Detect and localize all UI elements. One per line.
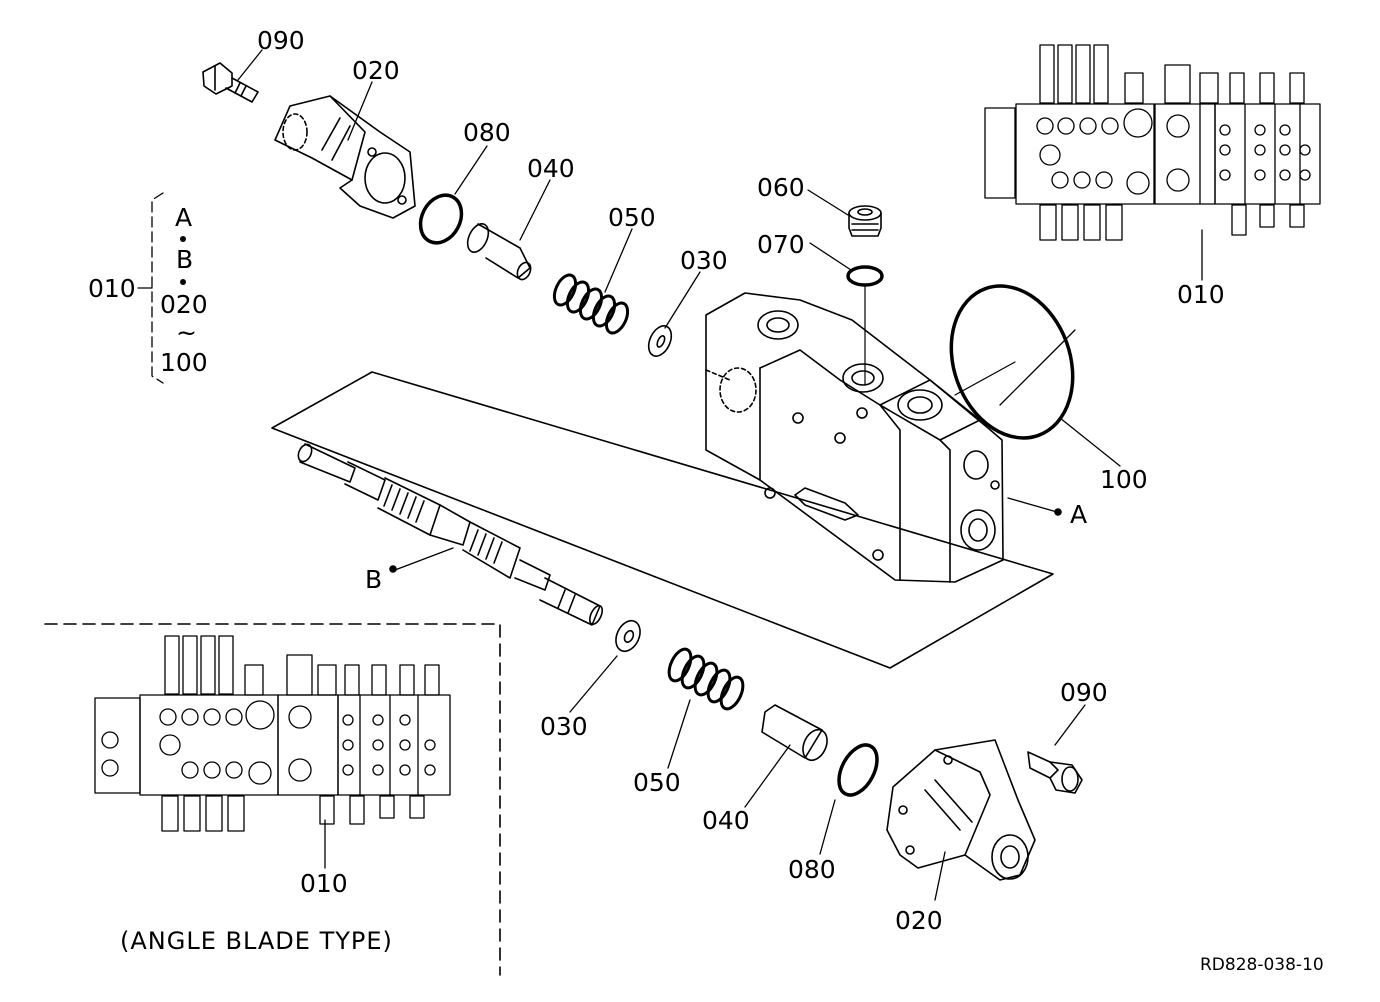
inset-caption: (ANGLE BLADE TYPE) (120, 927, 393, 955)
oring-080-top (418, 193, 464, 245)
label-040-bottom: 040 (702, 806, 750, 835)
overview-valve-angle-blade (94, 635, 451, 832)
oring-070 (846, 265, 884, 287)
bracket-item-020: 020 (160, 290, 208, 319)
bracket-dot-2 (180, 279, 186, 285)
plug-060 (848, 205, 882, 237)
bracket-main-label: 010 (88, 274, 136, 303)
spool-B (297, 443, 603, 626)
washer-030-top (647, 325, 673, 357)
label-080-top: 080 (463, 118, 511, 147)
assembly-plane (271, 371, 1054, 669)
overview-valve-top-right (984, 44, 1321, 241)
oring-080-bottom (837, 743, 879, 797)
label-010-angle-blade: 010 (300, 869, 348, 898)
bracket-dot-1 (180, 236, 186, 242)
bolt-090-bottom (1027, 751, 1083, 794)
oring-100 (949, 284, 1075, 440)
bolt-090-top (202, 62, 259, 103)
piston-040-bottom (761, 704, 828, 762)
spring-050-bottom (667, 647, 745, 711)
washer-030-bottom (615, 619, 641, 653)
label-080-bottom: 080 (788, 855, 836, 884)
bracket-item-B: B (176, 245, 194, 274)
label-100: 100 (1100, 465, 1148, 494)
label-090-bottom: 090 (1060, 678, 1108, 707)
label-050-bottom: 050 (633, 768, 681, 797)
leader-lines (237, 49, 1203, 901)
cover-020-top (274, 95, 416, 219)
label-060: 060 (757, 173, 805, 202)
label-B: B (365, 565, 383, 594)
label-090-top: 090 (257, 26, 305, 55)
piston-040-top (466, 223, 532, 281)
label-020-top: 020 (352, 56, 400, 85)
figure-code: RD828-038-10 (1200, 955, 1324, 975)
label-030-bottom: 030 (540, 712, 588, 741)
label-050-top: 050 (608, 203, 656, 232)
label-020-bottom: 020 (895, 906, 943, 935)
cover-020-bottom (886, 739, 1036, 881)
label-A: A (1070, 500, 1088, 529)
bracket-item-tilde: ~ (176, 318, 197, 347)
bracket-010 (137, 192, 164, 384)
label-070: 070 (757, 230, 805, 259)
label-010-top-right: 010 (1177, 280, 1225, 309)
valve-body-A (705, 292, 1004, 583)
spring-050-top (552, 273, 630, 335)
label-040-top: 040 (527, 154, 575, 183)
inset-boundary (44, 623, 501, 976)
bracket-item-A: A (175, 203, 193, 232)
bracket-item-100: 100 (160, 348, 208, 377)
label-030-top: 030 (680, 246, 728, 275)
